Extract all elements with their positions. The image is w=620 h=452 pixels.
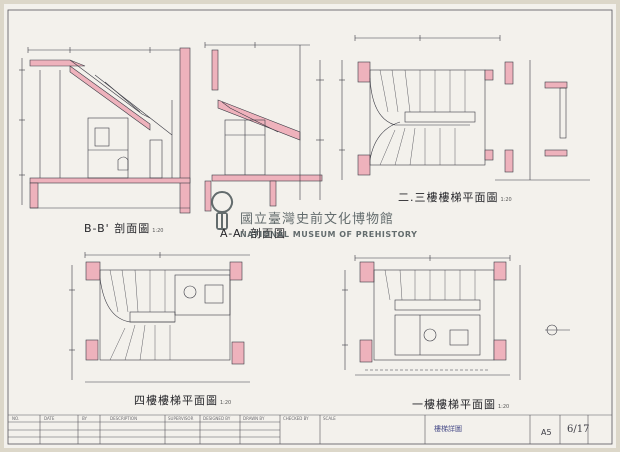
tb-header-date: DATE	[44, 416, 55, 421]
tb-header-drawn: DRAWN BY	[243, 416, 265, 421]
sheet-scale: A5	[541, 428, 552, 437]
watermark-name-cn: 國立臺灣史前文化博物館	[240, 212, 395, 227]
project-name: 樓梯詳圖	[434, 425, 462, 433]
plan-4f-scale: 1:20	[220, 400, 232, 406]
sheet-number: 6/17	[567, 424, 590, 435]
sheet-border	[7, 9, 613, 445]
tb-header-designed: DESIGNED BY	[203, 416, 231, 421]
paper	[4, 4, 616, 448]
section-aa-drawing	[204, 42, 324, 212]
plan-1f-scale: 1:20	[498, 404, 510, 410]
plan-23f-scale: 1:20	[500, 197, 512, 203]
section-bb-title-text: B-B' 剖面圖	[84, 222, 151, 235]
section-bb-scale: 1:20	[152, 228, 164, 234]
tb-header-checked: CHECKED BY	[283, 416, 309, 421]
museum-seal-logo	[211, 191, 234, 230]
tb-header-no: NO.	[12, 416, 20, 421]
section-aa-title: A-A' 剖面圖	[220, 222, 286, 241]
tb-header-supervisor: SUPERVISOR	[168, 416, 194, 421]
tb-header-description: DESCRIPTION	[110, 416, 138, 421]
plan-4f-title-text: 四樓樓梯平面圖	[134, 394, 218, 407]
section-aa-title-text: A-A' 剖面圖	[220, 227, 287, 240]
section-bb-drawing	[19, 47, 191, 214]
plan-23f-drawing	[339, 35, 590, 181]
tb-header-scale: SCALE	[323, 416, 336, 421]
tb-header-by: BY	[82, 416, 87, 421]
plan-1f-title-text: 一樓樓梯平面圖	[412, 398, 496, 411]
plan-1f-drawing	[342, 255, 570, 380]
plan-4f-drawing	[69, 252, 250, 383]
watermark-name-en: NATIONAL MUSEUM OF PREHISTORY	[240, 230, 418, 239]
plan-23f-title-text: 二.三樓樓梯平面圖	[398, 191, 499, 204]
title-block-frame	[8, 414, 612, 444]
